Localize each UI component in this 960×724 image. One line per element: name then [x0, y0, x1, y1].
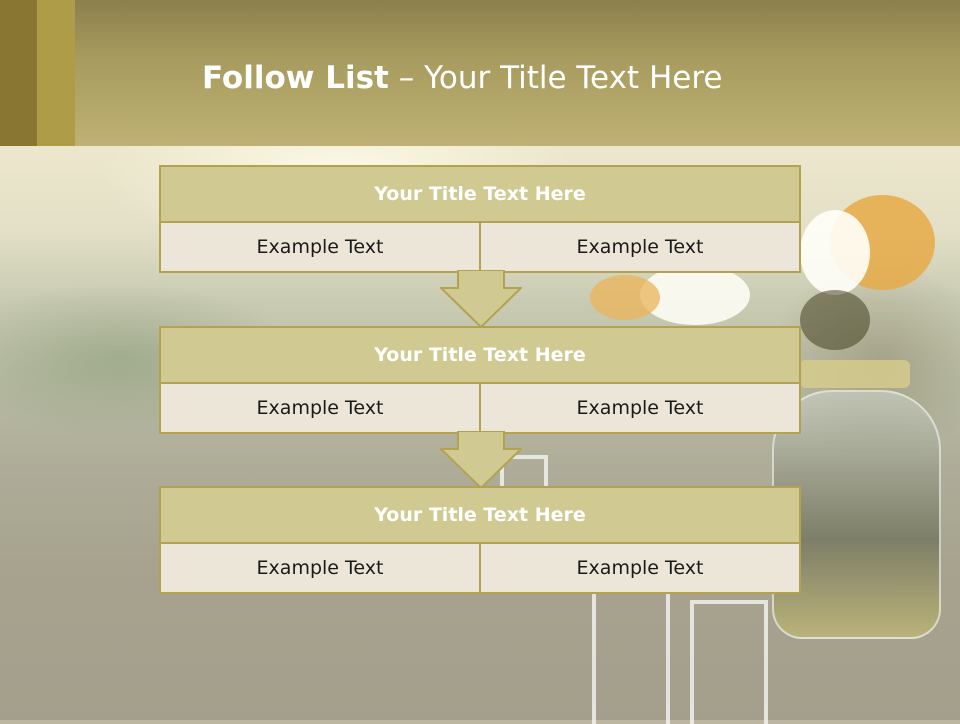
- step-cell-left: Example Text: [159, 544, 481, 594]
- step-box: Your Title Text Here Example Text Exampl…: [159, 165, 801, 273]
- jar-band-shape: [800, 360, 910, 388]
- step-row: Example Text Example Text: [159, 223, 801, 273]
- step-row: Example Text Example Text: [159, 544, 801, 594]
- chair-shape: [690, 600, 768, 724]
- flower-shape: [590, 275, 660, 320]
- flower-shape: [800, 290, 870, 350]
- slide-title: Follow List – Your Title Text Here: [202, 56, 722, 100]
- step-cell-left: Example Text: [159, 223, 481, 273]
- header-band: [0, 0, 960, 146]
- slide-title-rest: – Your Title Text Here: [388, 60, 723, 96]
- step-cell-right: Example Text: [479, 544, 801, 594]
- step-box: Your Title Text Here Example Text Exampl…: [159, 486, 801, 594]
- header-accent-bar: [0, 0, 37, 146]
- header-accent-bar: [37, 0, 75, 146]
- down-arrow-icon: [440, 431, 522, 489]
- slide-title-bold: Follow List: [202, 60, 389, 96]
- step-cell-left: Example Text: [159, 384, 481, 434]
- step-cell-right: Example Text: [479, 223, 801, 273]
- step-row: Example Text Example Text: [159, 384, 801, 434]
- step-title: Your Title Text Here: [159, 326, 801, 384]
- step-title: Your Title Text Here: [159, 486, 801, 544]
- step-cell-right: Example Text: [479, 384, 801, 434]
- down-arrow-icon: [440, 270, 522, 328]
- step-title: Your Title Text Here: [159, 165, 801, 223]
- step-box: Your Title Text Here Example Text Exampl…: [159, 326, 801, 434]
- flower-shape: [800, 210, 870, 295]
